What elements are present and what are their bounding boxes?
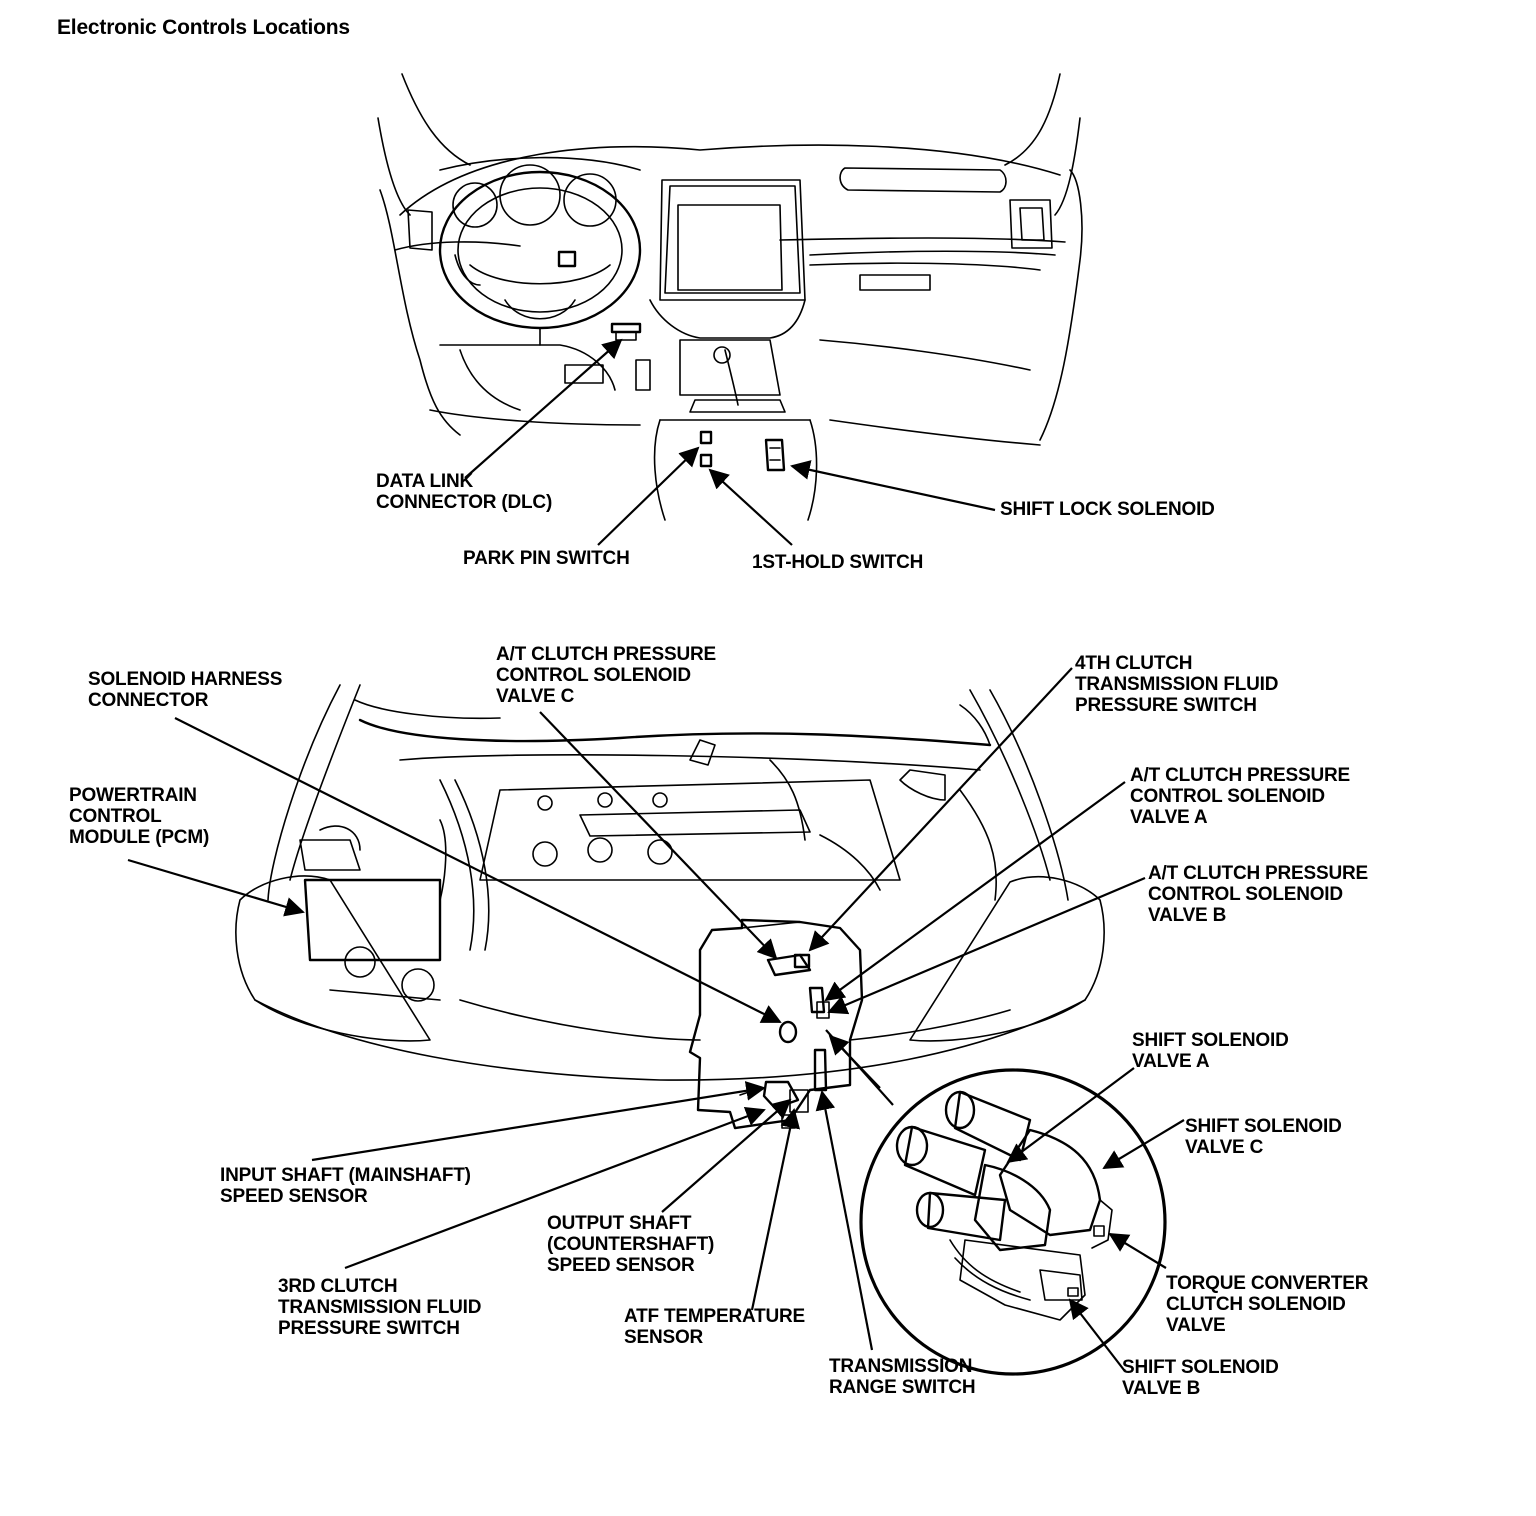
label-input-shaft-speed-sensor: INPUT SHAFT (MAINSHAFT) SPEED SENSOR (220, 1165, 471, 1207)
page-title: Electronic Controls Locations (57, 16, 350, 39)
label-1st-hold-switch: 1ST-HOLD SWITCH (752, 552, 924, 573)
label-transmission-range-switch: TRANSMISSION RANGE SWITCH (829, 1356, 976, 1398)
dashboard-illustration (377, 73, 1083, 521)
solenoid-detail-circle (859, 1068, 1167, 1376)
label-shift-solenoid-b: SHIFT SOLENOID VALVE B (1122, 1357, 1279, 1399)
label-at-clutch-valve-b: A/T CLUTCH PRESSURE CONTROL SOLENOID VAL… (1148, 863, 1368, 926)
label-shift-solenoid-a: SHIFT SOLENOID VALVE A (1132, 1030, 1289, 1072)
label-at-clutch-valve-c: A/T CLUTCH PRESSURE CONTROL SOLENOID VAL… (496, 644, 716, 707)
label-powertrain-control-module: POWERTRAIN CONTROL MODULE (PCM) (69, 785, 210, 848)
label-data-link-connector: DATA LINK CONNECTOR (DLC) (376, 471, 553, 513)
label-park-pin-switch: PARK PIN SWITCH (463, 548, 630, 569)
label-torque-converter-clutch-solenoid: TORQUE CONVERTER CLUTCH SOLENOID VALVE (1166, 1273, 1369, 1336)
leader-lines (127, 338, 1185, 1371)
label-shift-lock-solenoid: SHIFT LOCK SOLENOID (1000, 499, 1215, 520)
label-shift-solenoid-c: SHIFT SOLENOID VALVE C (1185, 1116, 1342, 1158)
label-solenoid-harness-connector: SOLENOID HARNESS CONNECTOR (88, 669, 283, 711)
label-output-shaft-speed-sensor: OUTPUT SHAFT (COUNTERSHAFT) SPEED SENSOR (547, 1213, 715, 1276)
engine-bay-illustration (235, 684, 1105, 1130)
label-at-clutch-valve-a: A/T CLUTCH PRESSURE CONTROL SOLENOID VAL… (1130, 765, 1350, 828)
label-4th-clutch-pressure-switch: 4TH CLUTCH TRANSMISSION FLUID PRESSURE S… (1075, 653, 1279, 716)
label-3rd-clutch-pressure-switch: 3RD CLUTCH TRANSMISSION FLUID PRESSURE S… (278, 1276, 482, 1339)
label-atf-temperature-sensor: ATF TEMPERATURE SENSOR (624, 1306, 806, 1348)
